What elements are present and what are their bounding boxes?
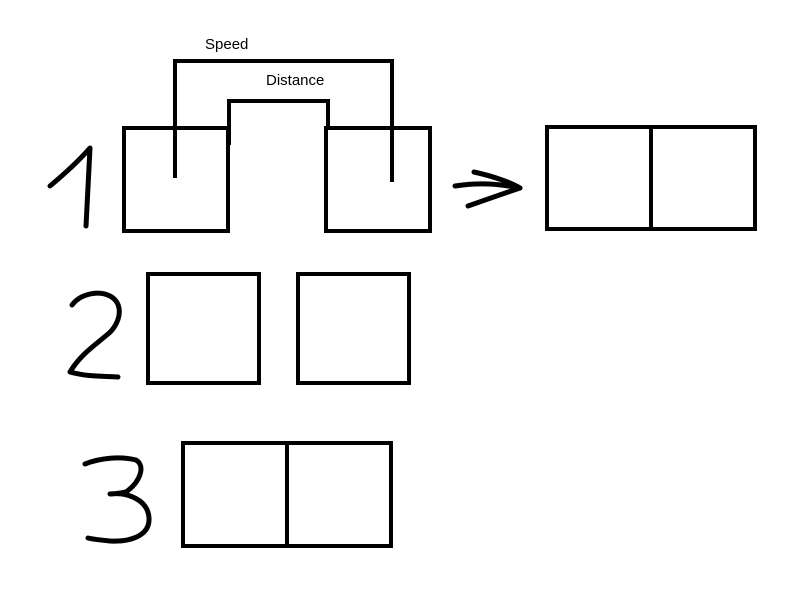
speed-bracket xyxy=(173,59,394,182)
row-3-joined-boxes xyxy=(181,441,393,548)
row-2-right-box xyxy=(296,272,411,385)
number-3-icon xyxy=(82,455,152,544)
row-1-joined-boxes xyxy=(545,125,757,231)
distance-label: Distance xyxy=(266,72,324,89)
row-3 xyxy=(82,441,393,548)
row-1-right-box xyxy=(324,126,432,233)
speed-label: Speed xyxy=(205,36,248,53)
number-2-icon xyxy=(67,290,122,380)
number-1-icon xyxy=(47,145,93,229)
row-1 xyxy=(47,125,757,233)
row-2 xyxy=(67,272,411,385)
arrow-right-icon xyxy=(452,169,523,209)
row-1-left-box xyxy=(122,126,230,233)
row-2-left-box xyxy=(146,272,261,385)
distance-bracket xyxy=(227,99,330,145)
